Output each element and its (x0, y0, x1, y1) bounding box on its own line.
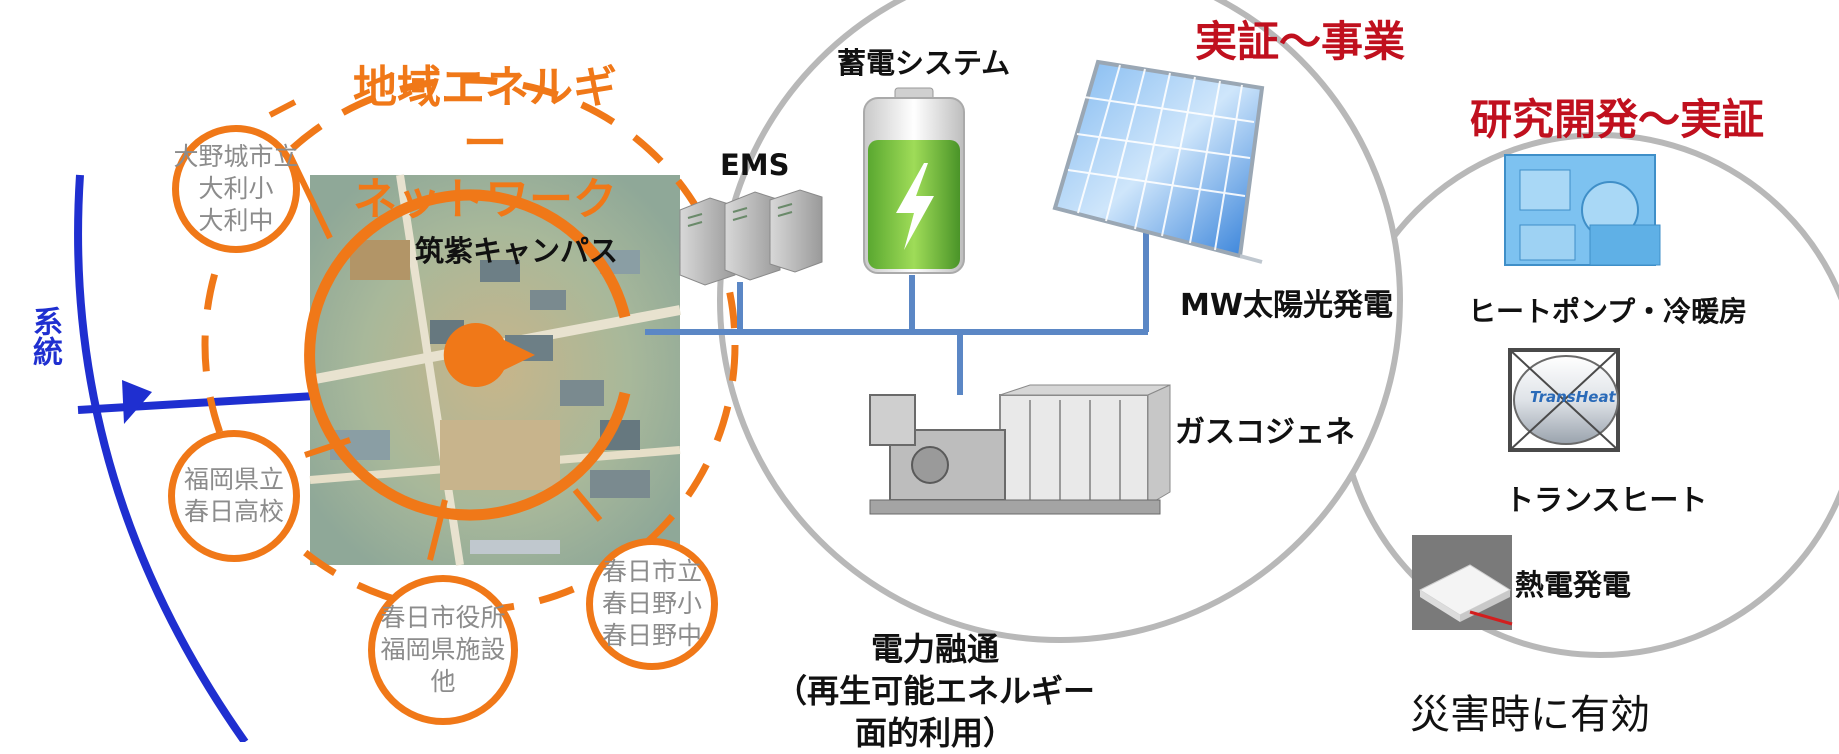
transheat-container-icon (1508, 348, 1620, 452)
disaster-note: 災害時に有効 (1410, 692, 1650, 738)
power-sharing-line3: 面的利用） (854, 714, 1015, 752)
trans-heat-label: トランスヒート (1505, 483, 1708, 517)
demo-business-label: 実証～事業 (1195, 17, 1406, 66)
regional-network-title: 地域エネルギー ネットワーク (335, 60, 635, 228)
rnd-demo-label: 研究開発～実証 (1470, 95, 1765, 144)
solar-panel-icon (1052, 59, 1265, 264)
node-text: 福岡県立 (183, 465, 284, 494)
ems-label: EMS (720, 148, 790, 182)
battery-icon (863, 87, 965, 274)
campus-label: 筑紫キャンパス (415, 234, 619, 268)
node-text: 春日野中 (601, 621, 702, 650)
heat-pump-icon (1504, 154, 1661, 266)
campus-ring (304, 189, 631, 521)
node-kasuga-high-school: 福岡県立 春日高校 (168, 430, 300, 562)
node-text: 大利中 (198, 206, 274, 235)
node-onojo-schools: 大野城市立 大利小 大利中 (172, 125, 300, 253)
campus-center-dot (443, 323, 535, 388)
node-text: 春日高校 (183, 497, 284, 526)
power-sharing-line2: （再生可能エネルギー (774, 672, 1095, 710)
power-sharing-line1: 電力融通 (870, 630, 999, 668)
node-text: 春日市立 (601, 557, 702, 586)
regional-network-title-line1: 地域エネルギー (353, 62, 617, 169)
transheat-logo-text: TransHeat (1530, 388, 1616, 406)
solar-power-label: MW太陽光発電 (1180, 288, 1393, 323)
node-text: 大野城市立 (173, 142, 299, 171)
ems-server-icon (679, 189, 823, 286)
cogeneration-engine-icon (869, 384, 1171, 515)
thermoelectric-module-icon (1412, 535, 1513, 630)
node-text: 春日市役所 (380, 603, 506, 632)
node-kasuga-city-hall: 春日市役所 福岡県施設 他 (368, 575, 518, 725)
grid-label: 系統 (27, 306, 62, 366)
gas-cogeneration-label: ガスコジェネ (1175, 415, 1355, 450)
heat-pump-label: ヒートポンプ・冷暖房 (1468, 295, 1748, 328)
network-spokes (268, 99, 603, 561)
grid-arrow-icon (122, 380, 152, 424)
node-text: 他 (430, 667, 456, 696)
node-text: 春日野小 (601, 589, 702, 618)
thermoelectric-label: 熱電発電 (1515, 568, 1632, 602)
node-text: 福岡県施設 (380, 635, 506, 664)
storage-system-label: 蓄電システム (837, 46, 1011, 80)
power-bus (645, 212, 1149, 395)
grid-line (74, 174, 316, 742)
power-sharing-label: 電力融通 （再生可能エネルギー 面的利用） (755, 628, 1115, 754)
regional-network-title-line2: ネットワーク (353, 174, 617, 225)
node-kasugano-schools: 春日市立 春日野小 春日野中 (586, 538, 718, 670)
network-dashed-ring (201, 76, 739, 614)
node-text: 大利小 (198, 174, 274, 203)
